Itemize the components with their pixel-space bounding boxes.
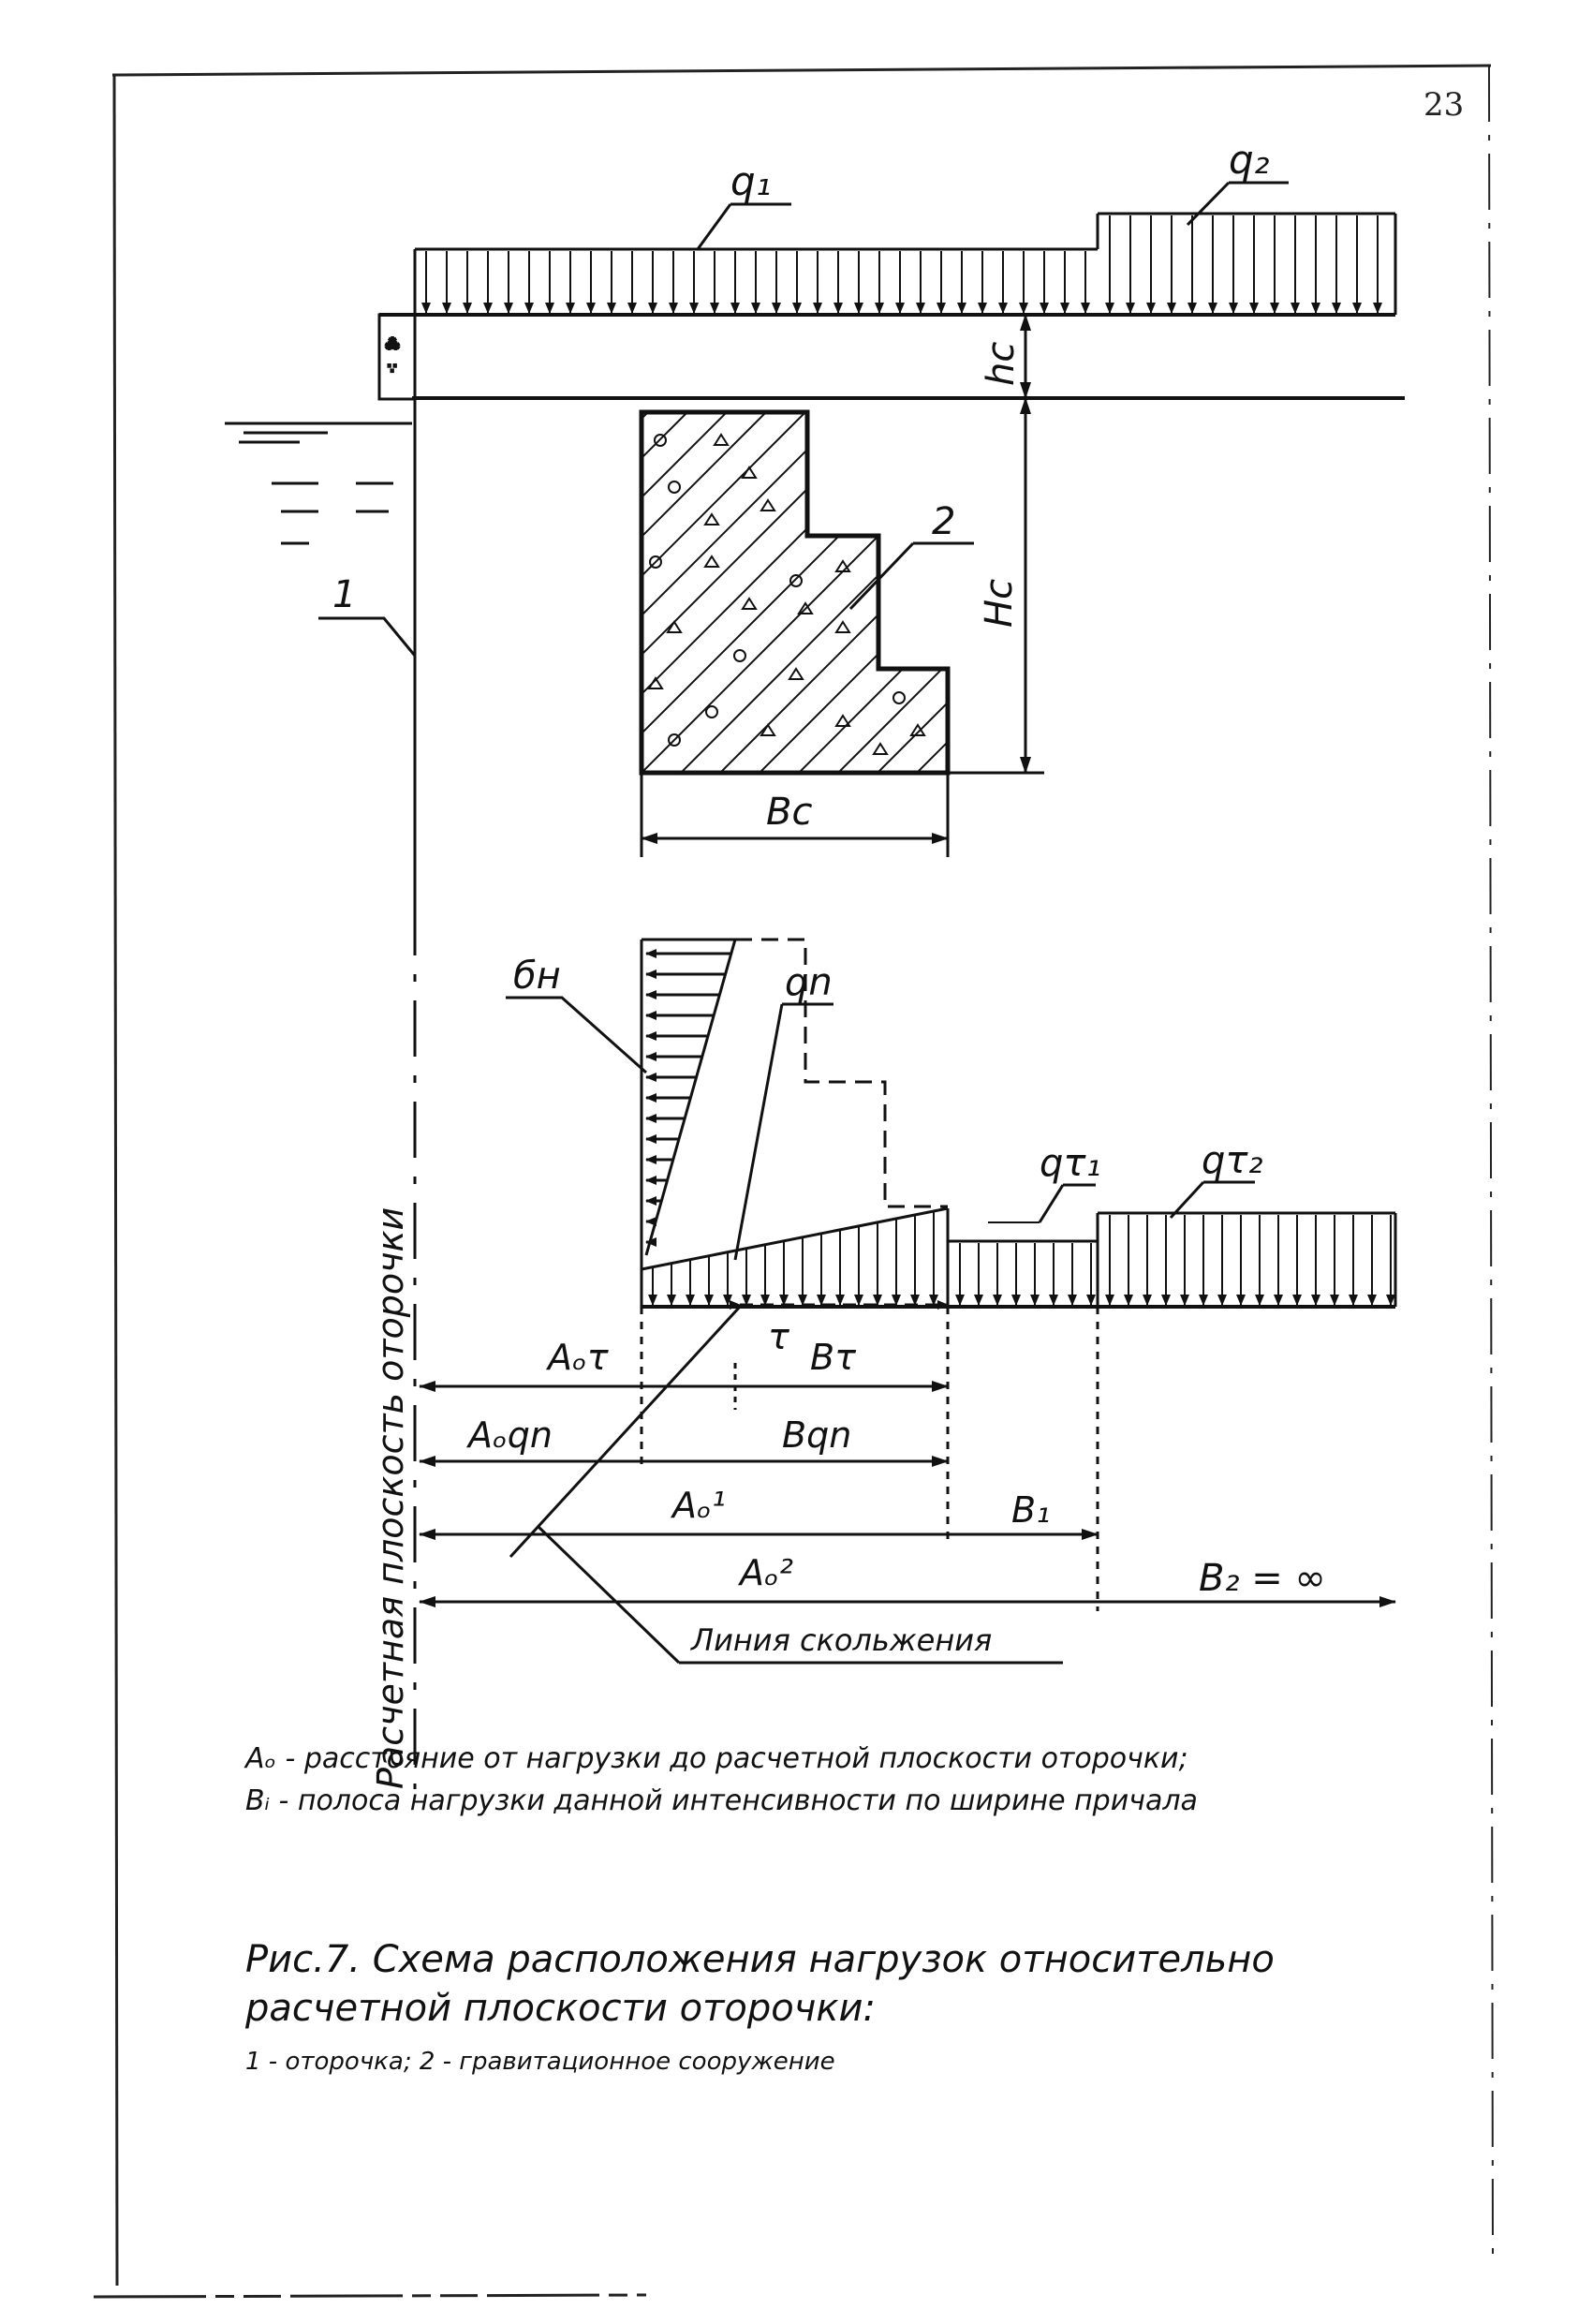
label-qt1: qτ₁ bbox=[1040, 1142, 1101, 1185]
slip-line bbox=[509, 1305, 1063, 1665]
q1-load-band bbox=[413, 212, 1397, 315]
label-tau: τ bbox=[768, 1316, 790, 1357]
page-frame bbox=[93, 64, 1494, 2299]
aggregate-triangle bbox=[666, 620, 683, 633]
height-dimensions bbox=[948, 314, 1044, 775]
label-A-qn: Aₒqn bbox=[465, 1414, 553, 1456]
aggregate-circle bbox=[892, 691, 906, 704]
wall-hatch-line bbox=[642, 412, 649, 773]
aggregate-triangle bbox=[741, 466, 758, 479]
label-q1: q₁ bbox=[730, 158, 772, 204]
aggregate-triangle bbox=[834, 559, 851, 572]
aggregate-triangle bbox=[703, 555, 720, 568]
label-B-tau: Bτ bbox=[810, 1337, 857, 1378]
legend-line-A0: Аₒ - расстояние от нагрузки до расчетной… bbox=[245, 1742, 1188, 1775]
label-Hc: Hc bbox=[978, 579, 1021, 628]
wall-hatch-line bbox=[642, 412, 728, 773]
water-level-marks bbox=[225, 422, 412, 545]
wall-hatch-line bbox=[642, 412, 806, 773]
label-design-plane: Расчетная плоскость оторочки bbox=[370, 1207, 411, 1789]
label-A-1: Aₒ¹ bbox=[670, 1485, 726, 1526]
wall-hatch-line bbox=[883, 412, 948, 773]
label-sigma-n: бн bbox=[513, 955, 561, 998]
page-number: 23 bbox=[1423, 86, 1465, 124]
svg-text:⁂: ⁂ bbox=[386, 337, 399, 352]
aggregate-triangle bbox=[834, 620, 851, 633]
wall-hatch-line bbox=[963, 412, 1356, 806]
wall-hatch-line bbox=[765, 412, 948, 773]
bc-dimension bbox=[640, 773, 950, 857]
aggregate-triangle bbox=[760, 723, 776, 736]
aggregate-triangle bbox=[713, 433, 730, 446]
label-q2: q₂ bbox=[1229, 137, 1270, 183]
aggregate-circle bbox=[668, 481, 681, 494]
label-qn: qn bbox=[785, 961, 833, 1004]
legend-line-Bi: Bᵢ - полоса нагрузки данной интенсивност… bbox=[245, 1784, 1198, 1817]
svg-text:∵: ∵ bbox=[388, 362, 396, 377]
aggregate-circle bbox=[668, 733, 681, 747]
wall-hatch-line bbox=[1002, 412, 1395, 806]
label-Bc: Bc bbox=[766, 791, 812, 834]
label-A-2: Aₒ² bbox=[737, 1552, 793, 1593]
aggregate-circle bbox=[733, 649, 746, 662]
label-B-inf: B₂ = ∞ bbox=[1199, 1557, 1326, 1600]
lower-leaders bbox=[506, 996, 1255, 1261]
aggregate-triangle bbox=[703, 512, 720, 525]
aggregate-triangle bbox=[872, 742, 889, 755]
gravity-wall bbox=[58, 409, 1395, 806]
figure-caption-title: Рис.7. Схема расположения нагрузок относ… bbox=[245, 1938, 1275, 2030]
item-leaders bbox=[318, 181, 1289, 657]
label-B-1: B₁ bbox=[1011, 1489, 1050, 1531]
aggregate-circle bbox=[705, 705, 718, 718]
label-item-1: 1 bbox=[332, 573, 356, 616]
aggregate-triangle bbox=[760, 498, 776, 511]
drawing-labels: q₁ q₂ hc Hc Bc 1 2 бн qn qτ₁ qτ₂ τ Расче… bbox=[332, 137, 1326, 1789]
label-item-2: 2 bbox=[932, 500, 955, 543]
aggregate-triangle bbox=[788, 667, 804, 680]
wall-hatch-line bbox=[58, 412, 451, 806]
aggregate-circle bbox=[649, 555, 662, 569]
aggregate-triangle bbox=[909, 723, 926, 736]
wall-hatch-line bbox=[642, 412, 767, 773]
label-slip-line: Линия скольжения bbox=[690, 1622, 992, 1658]
aggregate-triangle bbox=[647, 676, 664, 689]
figure-caption-items: 1 - оторочка; 2 - гравитационное сооруже… bbox=[245, 2048, 835, 2076]
aggregate-circle bbox=[654, 434, 667, 447]
wall-hatch-line bbox=[844, 412, 948, 773]
wall-hatch-line bbox=[804, 412, 948, 773]
fringe-top-block: ⁂ ∵ bbox=[377, 313, 417, 401]
label-B-qn: Bqn bbox=[782, 1414, 851, 1456]
aggregate-triangle bbox=[741, 597, 758, 610]
surface-loads-lower bbox=[640, 1206, 1397, 1310]
label-A-tau: Aₒτ bbox=[545, 1337, 610, 1378]
wall-hatch-line bbox=[176, 412, 569, 806]
wall-hatch-line bbox=[642, 412, 846, 773]
sigma-n-diagram bbox=[640, 938, 948, 1269]
aggregate-circle bbox=[789, 574, 803, 587]
label-hc: hc bbox=[980, 342, 1023, 386]
label-qt2: qτ₂ bbox=[1202, 1139, 1263, 1182]
aggregate-triangle bbox=[797, 601, 814, 614]
wall-hatch-line bbox=[97, 412, 491, 806]
aggregate-triangle bbox=[834, 714, 851, 727]
wall-hatch-line bbox=[215, 412, 609, 806]
wall-hatch-line bbox=[647, 412, 948, 773]
